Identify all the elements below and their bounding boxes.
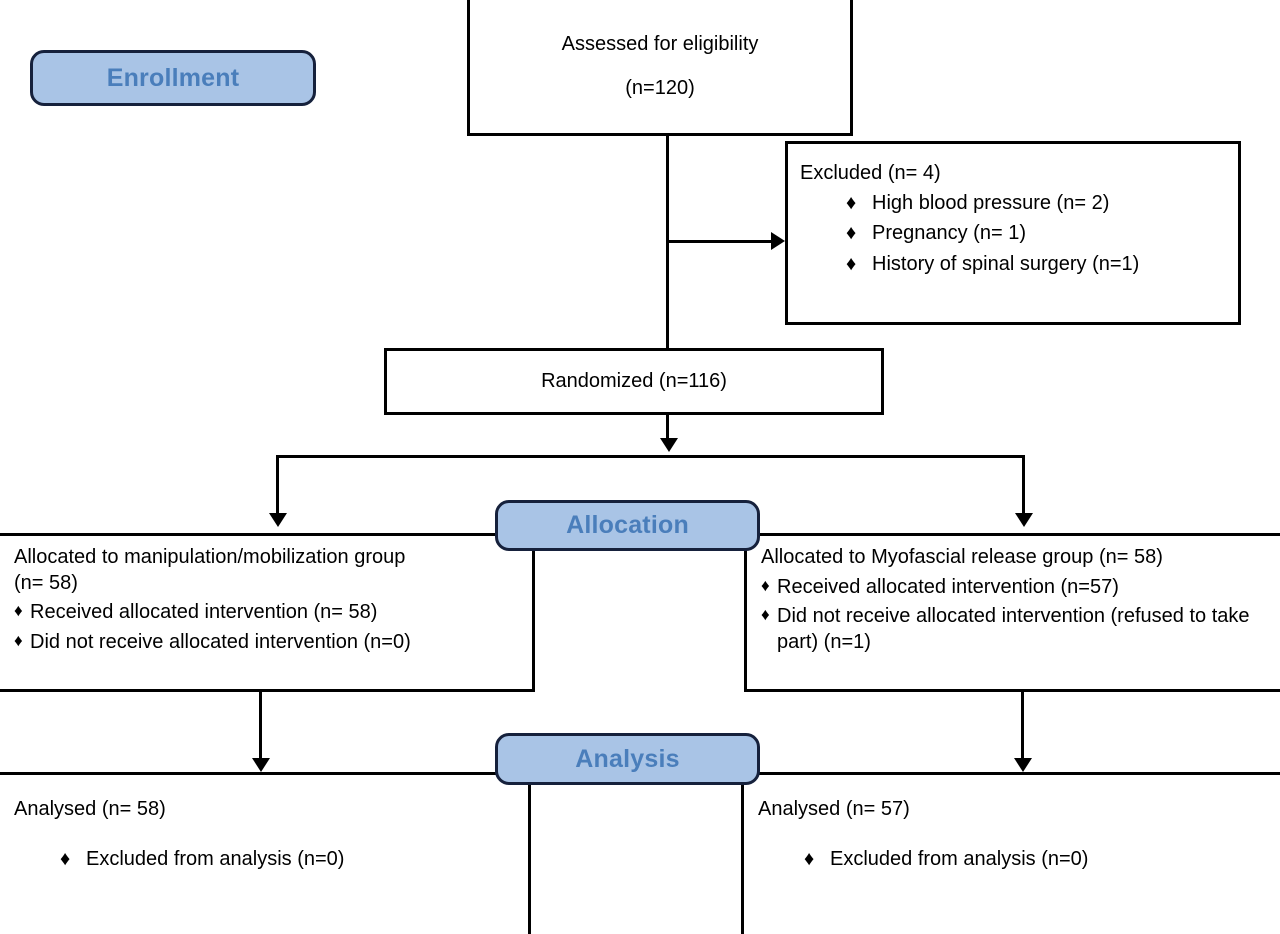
stage-badge-analysis-label: Analysis	[575, 744, 680, 773]
diamond-bullet-icon: ♦	[60, 847, 71, 870]
list-item: ♦ High blood pressure (n= 2)	[800, 191, 1226, 217]
diamond-bullet-icon: ♦	[846, 191, 857, 214]
analysis-right-title: Analysed (n= 57)	[758, 798, 910, 820]
connector-allocation-right-arm	[1022, 455, 1025, 517]
list-item: ♦ Received allocated intervention (n=57)	[761, 575, 1268, 601]
excluded-title: Excluded (n= 4)	[800, 162, 941, 184]
connector-allocation-left-arm	[276, 455, 279, 517]
allocation-right-item-label: Received allocated intervention (n=57)	[777, 575, 1119, 598]
allocation-left-item-list: ♦ Received allocated intervention (n= 58…	[14, 600, 520, 655]
analysis-left-box: Analysed (n= 58) ♦ Excluded from analysi…	[0, 772, 531, 934]
randomized-label: Randomized (n=116)	[541, 369, 727, 392]
analysis-right-item-list: ♦ Excluded from analysis (n=0)	[758, 847, 1268, 873]
connector-randomized-down	[666, 415, 669, 441]
allocation-left-title-line2: (n= 58)	[14, 571, 78, 594]
stage-badge-enrollment-label: Enrollment	[106, 63, 240, 92]
stage-badge-allocation-label: Allocation	[566, 511, 689, 539]
allocation-right-item-list: ♦ Received allocated intervention (n=57)…	[761, 575, 1268, 656]
diamond-bullet-icon: ♦	[761, 605, 770, 625]
excluded-reason-label: History of spinal surgery (n=1)	[872, 252, 1140, 275]
analysis-right-item-label: Excluded from analysis (n=0)	[830, 847, 1089, 870]
randomized-box: Randomized (n=116)	[384, 348, 884, 415]
diamond-bullet-icon: ♦	[846, 252, 857, 275]
allocation-right-item-label: Did not receive allocated intervention (…	[777, 605, 1250, 653]
allocation-left-item-label: Did not receive allocated intervention (…	[30, 630, 411, 653]
allocation-left-title-line1: Allocated to manipulation/mobilization g…	[14, 546, 406, 568]
arrow-left-analysis-icon	[252, 758, 270, 772]
list-item: ♦ Did not receive allocated intervention…	[14, 630, 520, 656]
assessed-for-eligibility-box: Assessed for eligibility (n=120)	[467, 0, 853, 136]
connector-right-allocation-to-analysis	[1021, 692, 1024, 760]
list-item: ♦ Received allocated intervention (n= 58…	[14, 600, 520, 626]
analysis-left-item-label: Excluded from analysis (n=0)	[86, 847, 345, 870]
connector-to-excluded	[666, 240, 772, 243]
stage-badge-allocation: Allocation	[495, 500, 760, 551]
excluded-box: Excluded (n= 4) ♦ High blood pressure (n…	[785, 141, 1241, 325]
arrow-allocation-left-icon	[269, 513, 287, 527]
arrow-right-analysis-icon	[1014, 758, 1032, 772]
assessed-count: (n=120)	[625, 76, 695, 99]
list-item: ♦ Did not receive allocated intervention…	[761, 604, 1268, 655]
connector-left-allocation-to-analysis	[259, 692, 262, 760]
analysis-left-title: Analysed (n= 58)	[14, 798, 166, 820]
diamond-bullet-icon: ♦	[761, 575, 770, 595]
stage-badge-analysis: Analysis	[495, 733, 760, 785]
excluded-reason-label: High blood pressure (n= 2)	[872, 191, 1110, 214]
analysis-right-box: Analysed (n= 57) ♦ Excluded from analysi…	[741, 772, 1280, 934]
excluded-reason-label: Pregnancy (n= 1)	[872, 222, 1026, 245]
analysis-left-item-list: ♦ Excluded from analysis (n=0)	[14, 847, 516, 873]
assessed-title: Assessed for eligibility	[561, 32, 759, 55]
allocation-right-title-line1: Allocated to Myofascial release group (n…	[761, 546, 1163, 568]
allocation-left-item-label: Received allocated intervention (n= 58)	[30, 601, 378, 624]
allocation-right-box: Allocated to Myofascial release group (n…	[744, 533, 1280, 692]
list-item: ♦ Excluded from analysis (n=0)	[14, 847, 516, 873]
stage-badge-enrollment: Enrollment	[30, 50, 316, 106]
arrow-allocation-right-icon	[1015, 513, 1033, 527]
diamond-bullet-icon: ♦	[846, 222, 857, 245]
connector-allocation-split-bar	[276, 455, 1025, 458]
excluded-reason-list: ♦ High blood pressure (n= 2) ♦ Pregnancy…	[800, 191, 1226, 278]
diamond-bullet-icon: ♦	[804, 847, 815, 870]
diamond-bullet-icon: ♦	[14, 630, 23, 650]
list-item: ♦ History of spinal surgery (n=1)	[800, 252, 1226, 278]
diamond-bullet-icon: ♦	[14, 601, 23, 621]
allocation-left-box: Allocated to manipulation/mobilization g…	[0, 533, 535, 692]
arrow-to-excluded-icon	[771, 232, 785, 250]
list-item: ♦ Pregnancy (n= 1)	[800, 221, 1226, 247]
list-item: ♦ Excluded from analysis (n=0)	[758, 847, 1268, 873]
arrow-randomized-down-icon	[660, 438, 678, 452]
